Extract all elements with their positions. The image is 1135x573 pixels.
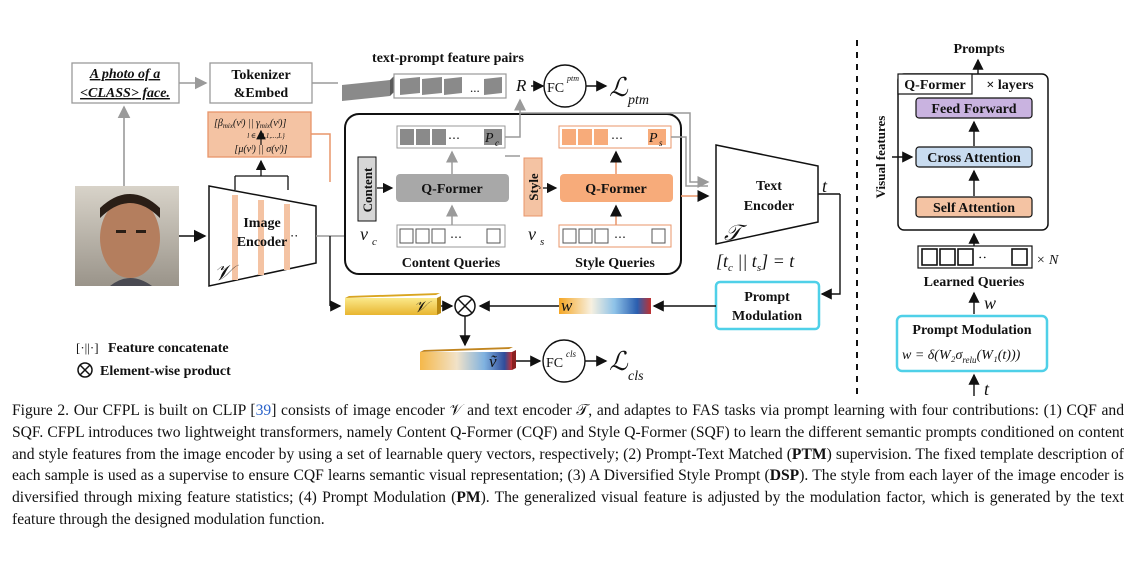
loss-cls: ℒ cls (609, 347, 644, 384)
r-label: R (515, 76, 527, 95)
svg-text:Feature concatenate: Feature concatenate (108, 341, 229, 356)
text-prompt-feature-pairs-label: text-prompt feature pairs (372, 51, 524, 66)
svg-text:ℒ: ℒ (609, 73, 629, 102)
svg-text:P: P (648, 131, 658, 146)
svg-text:Content: Content (360, 167, 375, 212)
style-qformer: Q-Former (560, 174, 673, 202)
svg-text:Cross Attention: Cross Attention (927, 151, 1021, 166)
legend-concat: [·||·] Feature concatenate (76, 340, 229, 356)
svg-text:⋯: ⋯ (614, 230, 626, 244)
svg-text:ṽ: ṽ (489, 352, 497, 371)
svg-text:...: ... (470, 80, 480, 95)
svg-text:&Embed: &Embed (234, 86, 289, 101)
svg-text:Element-wise product: Element-wise product (100, 364, 231, 379)
vc-label: v (360, 224, 368, 244)
svg-text:⋯: ⋯ (448, 131, 460, 145)
svg-text:l ∈ {0,1,...,L}: l ∈ {0,1,...,L} (247, 132, 285, 140)
image-encoder: Image Encoder ⋅⋅ 𝒱 (208, 185, 317, 287)
learned-queries: ⋅⋅ × N Learned Queries (917, 245, 1059, 290)
mix-stats-box: [βmix(vˡ) || γmix(vˡ)] l ∈ {0,1,...,L} [… (207, 111, 312, 158)
content-qformer: Q-Former (396, 174, 509, 202)
svg-text:Encoder: Encoder (744, 199, 795, 214)
svg-text:Text: Text (756, 179, 782, 194)
self-attention-block: Self Attention (915, 196, 1033, 218)
svg-text:Style Queries: Style Queries (575, 256, 655, 271)
text-encoder: Text Encoder 𝒯 (715, 144, 819, 245)
svg-text:Content Queries: Content Queries (402, 256, 501, 271)
prompt-text-line1: A photo of a (89, 67, 160, 82)
svg-text:ptm: ptm (566, 74, 579, 83)
content-queries: ⋯ Content Queries (396, 224, 506, 271)
svg-text:Encoder: Encoder (237, 235, 288, 250)
svg-text:c: c (495, 138, 499, 148)
svg-text:s: s (540, 236, 544, 248)
svg-text:w = δ(W₂σrelu(W₁(t))): w = δ(W₂σrelu(W₁(t))) (902, 348, 1021, 365)
svg-text:P: P (484, 131, 494, 146)
content-label: Content (357, 156, 377, 222)
svg-text:ptm: ptm (627, 93, 649, 108)
text-prompt-feature-stack: ... (342, 73, 507, 101)
fc-cls-node: FC cls (542, 339, 586, 383)
legend-product: Element-wise product (77, 362, 231, 379)
style-label: Style (523, 157, 543, 217)
citation-link[interactable]: 39 (255, 402, 272, 419)
prompt-text-line2: <CLASS> face. (80, 86, 170, 101)
style-prompt-ps: ⋯ P s (558, 125, 672, 149)
svg-text:Self Attention: Self Attention (933, 201, 1015, 216)
modulation-factor-w: w (559, 296, 651, 315)
svg-text:Prompt Modulation: Prompt Modulation (912, 323, 1031, 338)
svg-text:cls: cls (566, 349, 576, 359)
style-queries: ⋯ Style Queries (558, 224, 672, 271)
svg-text:Image: Image (243, 216, 280, 231)
svg-text:Prompt: Prompt (744, 290, 790, 305)
svg-text:cls: cls (628, 369, 644, 384)
cfpl-diagram: A photo of a <CLASS> face. Tokenizer &Em… (71, 40, 1059, 399)
svg-text:Style: Style (526, 173, 541, 201)
svg-text:Tokenizer: Tokenizer (231, 68, 290, 83)
svg-text:[·||·]: [·||·] (76, 340, 99, 355)
visual-features-label: Visual features (873, 116, 888, 199)
svg-text:[μ(vˡ) || σ(vˡ)]: [μ(vˡ) || σ(vˡ)] (234, 144, 287, 155)
prompt-modulation-box: Prompt Modulation (714, 280, 821, 331)
svg-text:s: s (659, 138, 663, 148)
svg-text:w: w (561, 296, 573, 315)
svg-text:FC: FC (547, 81, 564, 96)
svg-text:Q-Former: Q-Former (585, 182, 646, 197)
prompt-template-box: A photo of a <CLASS> face. (71, 62, 180, 104)
right-prompt-modulation-box: Prompt Modulation w = δ(W₂σrelu(W₁(t))) (895, 314, 1049, 373)
right-t-label: t (984, 379, 990, 399)
face-image (75, 186, 179, 286)
svg-text:Q-Former: Q-Former (421, 182, 482, 197)
element-wise-product-node (454, 295, 476, 317)
svg-text:ℒ: ℒ (609, 347, 629, 376)
svg-text:FC: FC (546, 356, 563, 371)
feed-forward-block: Feed Forward (915, 97, 1033, 119)
modulated-feature-v-tilde: ṽ (420, 347, 516, 371)
svg-text:Feed Forward: Feed Forward (931, 102, 1016, 117)
svg-text:⋯: ⋯ (611, 131, 623, 145)
loss-ptm: ℒ ptm (609, 73, 649, 108)
svg-text:Modulation: Modulation (732, 309, 802, 324)
svg-text:× N: × N (1036, 253, 1059, 268)
svg-text:⋅⋅: ⋅⋅ (290, 229, 298, 243)
content-prompt-pc: ⋯ P c (396, 125, 506, 149)
figure-caption: Figure 2. Our CFPL is built on CLIP [39]… (12, 402, 1124, 528)
right-prompts-label: Prompts (953, 42, 1005, 57)
t-label: t (822, 176, 828, 196)
concat-equation: [tc || ts] = t (716, 251, 795, 274)
tokenizer-box: Tokenizer &Embed (209, 62, 313, 104)
svg-text:⋯: ⋯ (450, 230, 462, 244)
svg-text:Q-Former: Q-Former (904, 78, 965, 93)
svg-text:× layers: × layers (986, 78, 1034, 93)
svg-text:⋅⋅: ⋅⋅ (978, 250, 987, 265)
svg-text:c: c (372, 236, 377, 248)
svg-text:Learned Queries: Learned Queries (924, 275, 1025, 290)
right-w-label: w (984, 293, 996, 313)
fc-ptm-node: FC ptm (543, 64, 587, 108)
cross-attention-block: Cross Attention (915, 146, 1033, 168)
visual-feature-v: 𝒱 (345, 293, 441, 316)
vs-label: v (528, 224, 536, 244)
